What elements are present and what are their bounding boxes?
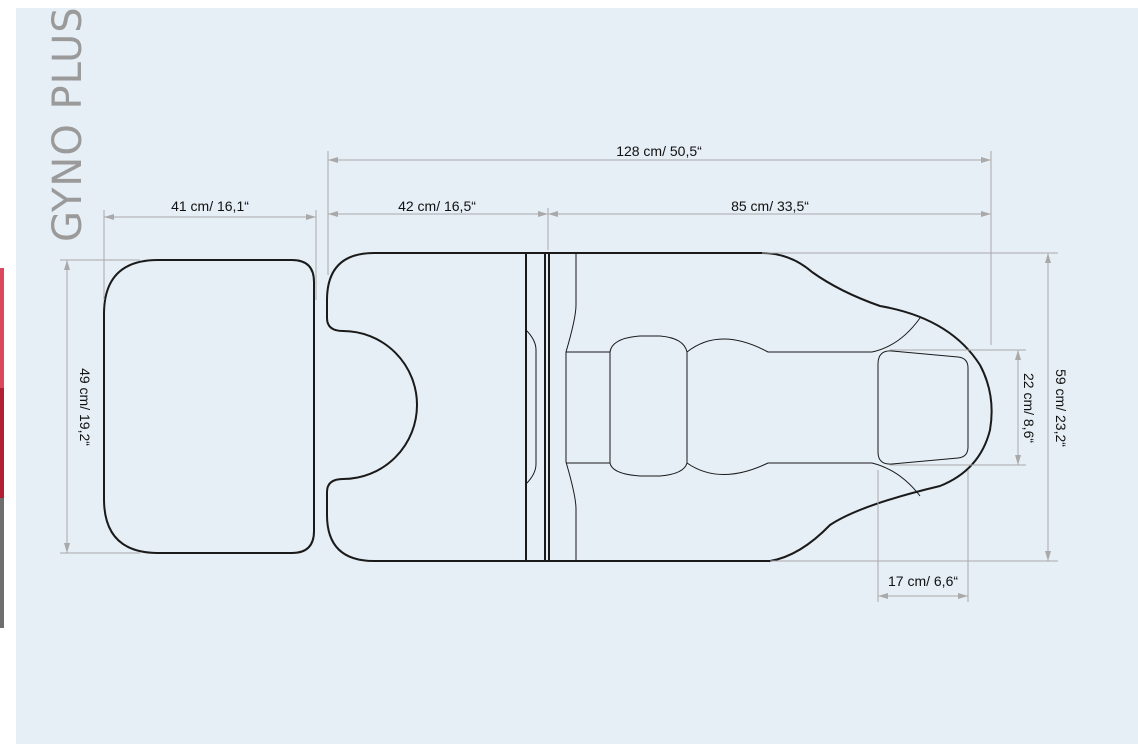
red-photo-edge	[0, 268, 4, 388]
dim-cutout-width-label: 22 cm/ 8,6“	[1021, 373, 1037, 443]
dim-total-length	[327, 151, 992, 345]
dim-seat-length-label: 85 cm/ 33,5“	[731, 198, 809, 214]
dim-head-width	[60, 259, 140, 554]
cutout-outline	[877, 350, 969, 465]
dim-head-length	[103, 210, 317, 300]
dim-cutout-length	[877, 470, 969, 602]
dim-back-length	[328, 208, 549, 250]
dim-cutout-length-label: 17 cm/ 6,6“	[888, 573, 958, 589]
dim-seat-length	[548, 211, 991, 217]
seat-cushion-upper	[609, 317, 921, 463]
dim-cutout-width	[890, 349, 1026, 466]
hinge-bar	[544, 252, 550, 562]
seat-section-outline	[526, 252, 993, 562]
red-photo-edge	[0, 388, 4, 498]
dim-total-length-label: 128 cm/ 50,5“	[616, 143, 702, 159]
seat-cushion-lower	[609, 462, 921, 497]
gray-photo-edge	[0, 498, 4, 628]
diagram-panel	[16, 8, 1138, 744]
dim-head-length-label: 41 cm/ 16,1“	[171, 198, 249, 214]
hinge-left	[525, 253, 537, 561]
head-section-outline	[103, 259, 315, 554]
dim-back-length-label: 42 cm/ 16,5“	[398, 198, 476, 214]
back-section-outline	[326, 252, 527, 562]
dim-head-width-label: 49 cm/ 19,2“	[77, 368, 93, 446]
hinge-right	[565, 253, 577, 561]
edge-strip	[0, 0, 16, 752]
dim-total-width	[762, 252, 1058, 562]
dim-total-width-label: 59 cm/ 23,2“	[1053, 369, 1069, 447]
